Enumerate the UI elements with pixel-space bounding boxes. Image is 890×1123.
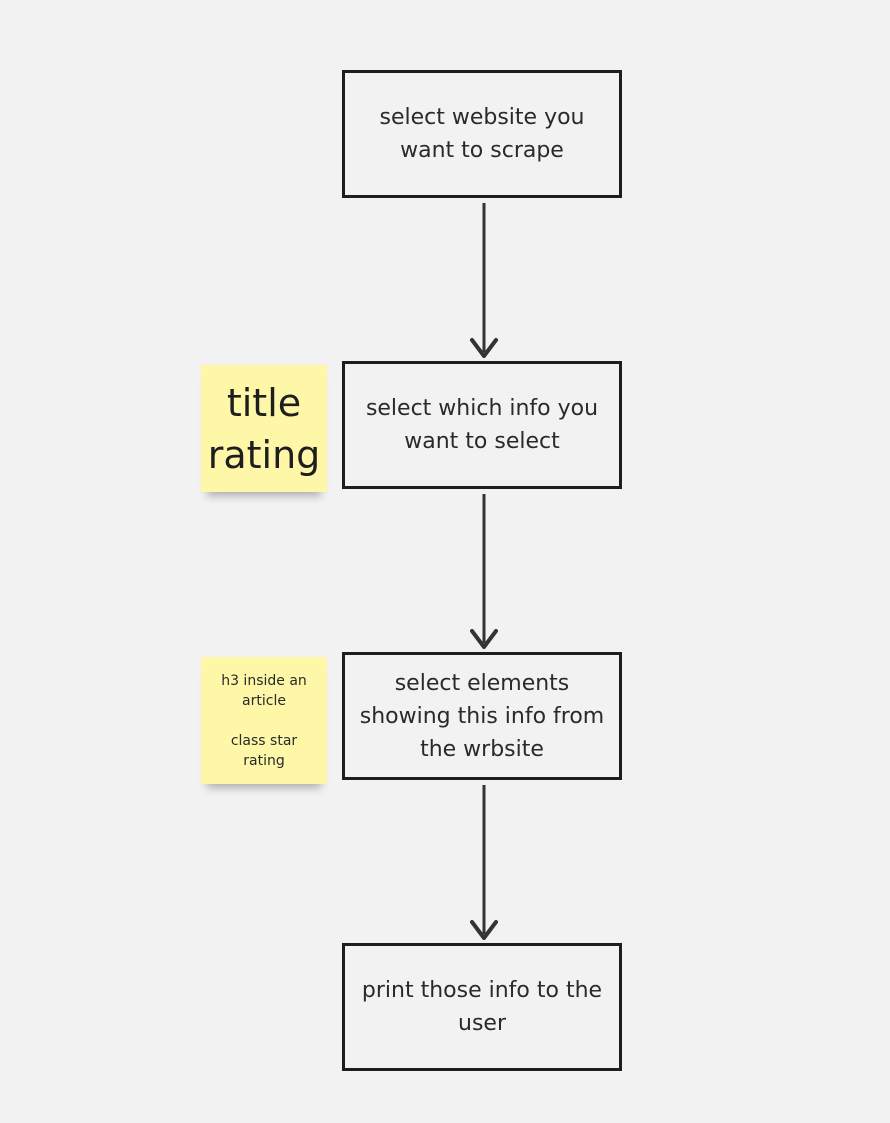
arrow-2[interactable] [470, 494, 498, 649]
arrow-1[interactable] [470, 203, 498, 358]
sticky-note-selectors[interactable]: h3 inside an article class star rating [201, 657, 327, 784]
sticky-note-text: title rating [207, 380, 321, 477]
step-select-info[interactable]: select which info you want to select [342, 361, 622, 489]
step-print-info[interactable]: print those info to the user [342, 943, 622, 1071]
arrow-3[interactable] [470, 785, 498, 940]
step-label: select website you want to scrape [379, 105, 585, 163]
step-label: select elements showing this info from t… [359, 670, 605, 762]
step-label: select which info you want to select [365, 396, 599, 454]
step-select-elements[interactable]: select elements showing this info from t… [342, 652, 622, 780]
sticky-note-title-rating[interactable]: title rating [201, 365, 327, 492]
sticky-note-text: h3 inside an article class star rating [221, 672, 307, 769]
step-label: print those info to the user [361, 978, 603, 1036]
step-select-website[interactable]: select website you want to scrape [342, 70, 622, 198]
